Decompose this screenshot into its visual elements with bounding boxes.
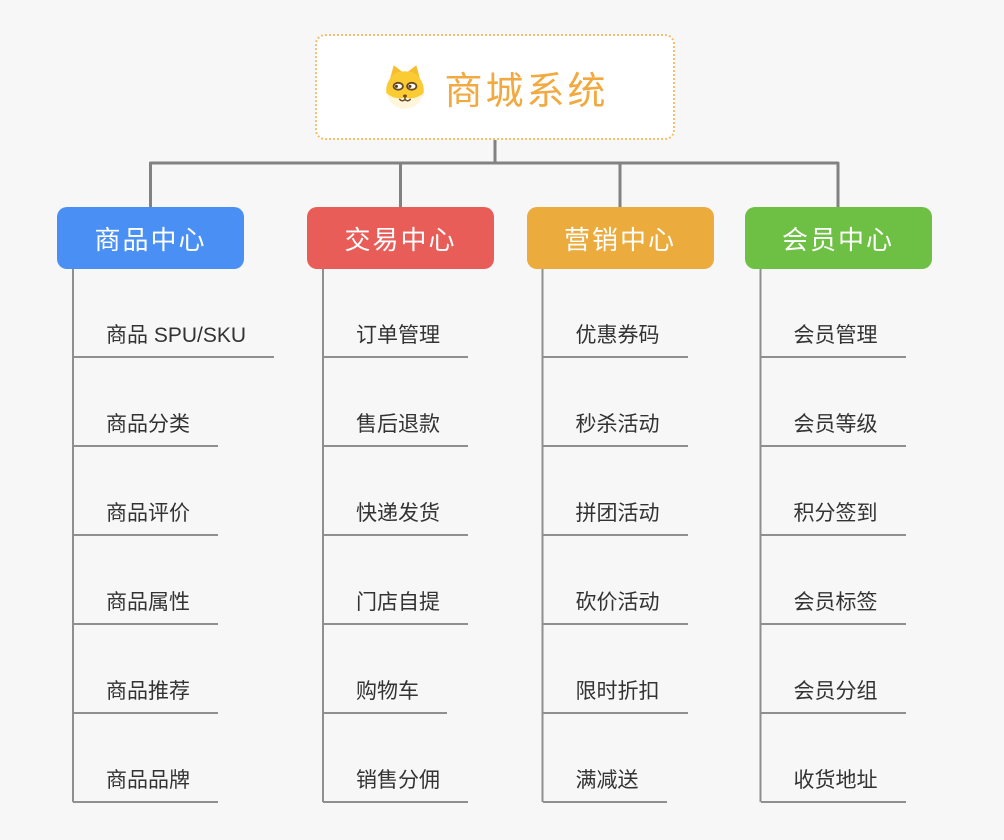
branch-header-1[interactable]: 商品中心 xyxy=(57,207,244,269)
leaf-node[interactable]: 销售分佣 xyxy=(323,761,468,803)
leaf-node[interactable]: 商品推荐 xyxy=(73,672,218,714)
leaf-node[interactable]: 收货地址 xyxy=(760,761,906,803)
leaf-node[interactable]: 优惠券码 xyxy=(542,316,688,358)
branch-header-4[interactable]: 会员中心 xyxy=(744,207,932,269)
leaf-node[interactable]: 会员管理 xyxy=(760,316,906,358)
dog-face-icon xyxy=(381,63,429,111)
leaf-node[interactable]: 快递发货 xyxy=(323,494,468,536)
leaf-node[interactable]: 限时折扣 xyxy=(542,672,688,714)
leaf-node[interactable]: 会员标签 xyxy=(760,583,906,625)
branch-header-2[interactable]: 交易中心 xyxy=(307,207,494,269)
leaf-node[interactable]: 砍价活动 xyxy=(542,583,688,625)
leaf-node[interactable]: 订单管理 xyxy=(323,316,468,358)
leaf-node[interactable]: 会员分组 xyxy=(760,672,906,714)
leaf-node[interactable]: 商品分类 xyxy=(73,405,218,447)
leaf-node[interactable]: 秒杀活动 xyxy=(542,405,688,447)
root-node[interactable]: 商城系统 xyxy=(315,34,675,140)
leaf-node[interactable]: 商品评价 xyxy=(73,494,218,536)
leaf-node[interactable]: 会员等级 xyxy=(760,405,906,447)
leaf-node[interactable]: 购物车 xyxy=(323,672,447,714)
leaf-node[interactable]: 商品 SPU/SKU xyxy=(73,316,275,358)
leaf-node[interactable]: 门店自提 xyxy=(323,583,468,625)
leaf-node[interactable]: 商品品牌 xyxy=(73,761,218,803)
root-label: 商城系统 xyxy=(444,70,609,113)
leaf-node[interactable]: 商品属性 xyxy=(73,583,218,625)
leaf-node[interactable]: 积分签到 xyxy=(760,494,906,536)
leaf-node[interactable]: 满减送 xyxy=(542,761,667,803)
branch-header-3[interactable]: 营销中心 xyxy=(526,207,714,269)
leaf-node[interactable]: 拼团活动 xyxy=(542,494,688,536)
leaf-node[interactable]: 售后退款 xyxy=(323,405,468,447)
